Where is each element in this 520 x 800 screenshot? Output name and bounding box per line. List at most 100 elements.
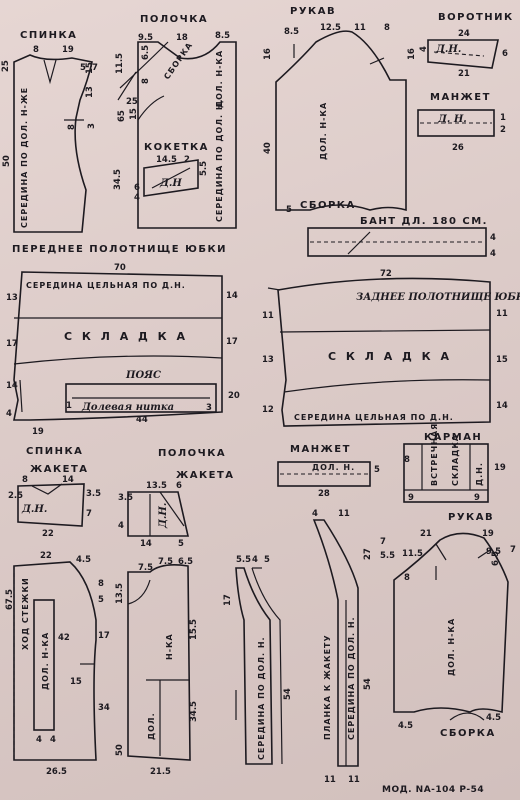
dim: 44 xyxy=(136,415,148,425)
center-label: СЕРЕДИНА ЦЕЛЬНАЯ ПО Д.Н. xyxy=(26,281,186,290)
grain-label: Долевая нитка xyxy=(81,402,174,413)
dim: 4 xyxy=(490,233,496,243)
dim: 8 xyxy=(22,475,28,485)
cuff-piece: МАНЖЕТ Д. Н. 26 1 2 xyxy=(417,92,506,153)
belt-label: ПОЯС xyxy=(125,370,161,381)
grain-label: Д.Н. xyxy=(21,504,47,515)
jacket-cuff-title: МАНЖЕТ xyxy=(290,444,351,455)
dim: 5 xyxy=(286,205,292,215)
blouse-front-piece: ПОЛОЧКА 9.5 18 8.5 11.5 6.5 8 65 15 25 3… xyxy=(113,14,237,229)
dim: 25 xyxy=(1,60,11,72)
dim: 54 xyxy=(363,678,373,690)
dim: 11 xyxy=(324,775,336,785)
center-grain-label: СЕРЕДИНА ПО ДОЛ. Н. xyxy=(215,98,224,222)
dim: 22 xyxy=(42,529,54,539)
dim: 7.5 xyxy=(138,563,153,573)
dim: 15 xyxy=(129,108,139,120)
dim: 13 xyxy=(262,355,274,365)
dim: 7 xyxy=(380,537,386,547)
dim: 19 xyxy=(62,45,74,55)
dim: 14 xyxy=(6,381,18,391)
dim: 13 xyxy=(6,293,18,303)
grain-label: ДОЛ. Н-КА xyxy=(319,102,328,160)
grain-label: Д.Н. xyxy=(435,44,461,55)
dim: 8 xyxy=(141,78,151,84)
dim: 3 xyxy=(87,123,97,129)
dim: 22 xyxy=(40,551,52,561)
dim: 8.5 xyxy=(284,27,299,37)
dim: 5 xyxy=(374,465,380,475)
dim: 11 xyxy=(262,311,274,321)
blouse-back-piece: СПИНКА 8 19 25 5 15 7 13 3 8 50 СЕРЕДИНА… xyxy=(1,30,98,233)
dim: 6.5 xyxy=(491,551,501,566)
dim: 65 xyxy=(117,110,127,122)
dim: 4 xyxy=(118,521,124,531)
dim: 8 xyxy=(404,573,410,583)
dim: 26.5 xyxy=(46,767,67,777)
back-skirt-piece: 72 11 11 13 15 12 14 ЗАДНЕЕ ПОЛОТНИЩЕ ЮБ… xyxy=(262,269,520,427)
dim: 6 xyxy=(502,49,508,59)
dim: 3 xyxy=(206,403,212,413)
dim: 6.5 xyxy=(141,45,151,60)
pleat-label: СКЛАДКА xyxy=(451,434,460,486)
dim: 13.5 xyxy=(146,481,167,491)
dim: 21 xyxy=(420,529,432,539)
grain-label: ДОЛ. xyxy=(147,712,156,740)
center-grain-label: СЕРЕДИНА ПО ДОЛ. Н. xyxy=(257,636,266,760)
blouse-front-title: ПОЛОЧКА xyxy=(140,14,208,25)
dim: 34 xyxy=(98,703,110,713)
yoke-piece: КОКЕТКА 14.5 2 5.5 6 4 Д.Н xyxy=(134,142,209,203)
dim: 4 xyxy=(134,193,140,203)
jacket-cuff-piece: МАНЖЕТ ДОЛ. Н. 28 5 xyxy=(277,444,380,499)
dim: 8.5 xyxy=(215,31,230,41)
dim: 50 xyxy=(115,744,125,756)
jacket-front-yoke-piece: ПОЛОЧКА ЖАКЕТА 13.5 6 3.5 4 14 5 Д.Н. xyxy=(118,448,235,549)
dim: 8 xyxy=(98,579,104,589)
jacket-front-subtitle: ЖАКЕТА xyxy=(176,470,235,481)
dim: 3.5 xyxy=(86,489,101,499)
jacket-sleeve-title: РУКАВ xyxy=(448,512,494,523)
dim: 14 xyxy=(496,401,508,411)
grain-label: Д. Н. xyxy=(437,114,467,125)
stitch-label: ХОД СТЕЖКИ xyxy=(21,577,30,650)
dim: 2 xyxy=(184,155,190,165)
dim: 9 xyxy=(474,493,480,503)
dim: 4 xyxy=(419,46,429,52)
dim: 17 xyxy=(6,339,18,349)
blouse-back-title: СПИНКА xyxy=(20,30,77,41)
dim: 7 xyxy=(92,63,98,73)
dim: 20 xyxy=(228,391,240,401)
dim: 7 xyxy=(510,545,516,555)
dim: 5.5 xyxy=(199,161,209,176)
dim: 40 xyxy=(263,142,273,154)
dim: 34.5 xyxy=(113,169,123,190)
dim: 6 xyxy=(176,481,182,491)
dim: 24 xyxy=(458,29,470,39)
gather-label: СБОРКА xyxy=(440,728,496,739)
grain-label: ДОЛ. Н. xyxy=(312,463,355,472)
dim: 8 xyxy=(67,124,77,130)
dim: 4.5 xyxy=(398,721,413,731)
dim: 7.5 xyxy=(158,557,173,567)
grain-label: Д.Н. xyxy=(158,503,169,529)
front-facing-piece: 5.5 4 5 17 54 СЕРЕДИНА ПО ДОЛ. Н. xyxy=(223,555,293,765)
dim: 5 xyxy=(80,63,86,73)
center-label: СЕРЕДИНА ЦЕЛЬНАЯ ПО Д.Н. xyxy=(294,413,454,422)
pleat-label: ВСТРЕЧНАЯ xyxy=(430,423,439,486)
dim: 14 xyxy=(226,291,238,301)
center-grain-label: СЕРЕДИНА ПО ДОЛ. Н-ЖЕ xyxy=(20,87,29,228)
dim: 4 xyxy=(36,735,42,745)
dim: 16 xyxy=(407,48,417,60)
jacket-front-title: ПОЛОЧКА xyxy=(158,448,226,459)
dim: 15 xyxy=(85,62,95,74)
dim: 1 xyxy=(500,113,506,123)
front-skirt-title: ПЕРЕДНЕЕ ПОЛОТНИЩЕ ЮБКИ xyxy=(12,244,227,255)
dim: 16 xyxy=(263,48,273,60)
dim: 11 xyxy=(348,775,360,785)
placket-label: ПЛАНКА К ЖАКЕТУ xyxy=(323,634,332,740)
dim: 11 xyxy=(496,309,508,319)
dim: 8 xyxy=(33,45,39,55)
dim: 17 xyxy=(223,594,233,606)
